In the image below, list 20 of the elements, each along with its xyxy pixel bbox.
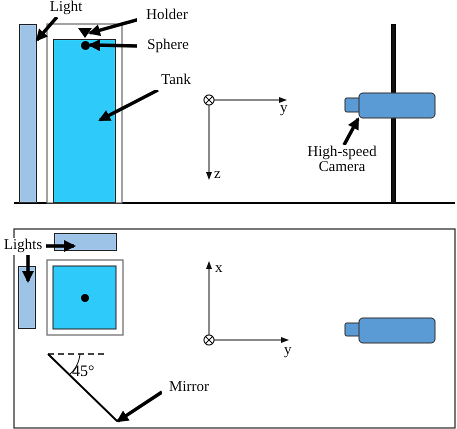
leader-arrow xyxy=(36,16,58,42)
leader-arrow xyxy=(116,390,163,422)
holder-triangle xyxy=(78,28,92,38)
tank xyxy=(53,39,116,203)
axis-label: y xyxy=(280,101,288,116)
light-panel xyxy=(19,24,37,203)
leader-arrow xyxy=(342,117,360,146)
leader-arrow xyxy=(22,255,34,283)
camera xyxy=(344,92,436,119)
leader-arrow xyxy=(46,240,76,252)
axis-label: y xyxy=(284,343,292,358)
mirror xyxy=(47,353,118,422)
light-panel xyxy=(18,266,36,329)
leader-arrow xyxy=(98,88,159,122)
angle-label: 45° xyxy=(72,364,94,379)
light-panel xyxy=(54,233,117,251)
sphere xyxy=(81,41,90,50)
axis-label: x xyxy=(215,261,222,276)
leader-arrow xyxy=(88,39,138,52)
axis-label: z xyxy=(214,167,221,182)
